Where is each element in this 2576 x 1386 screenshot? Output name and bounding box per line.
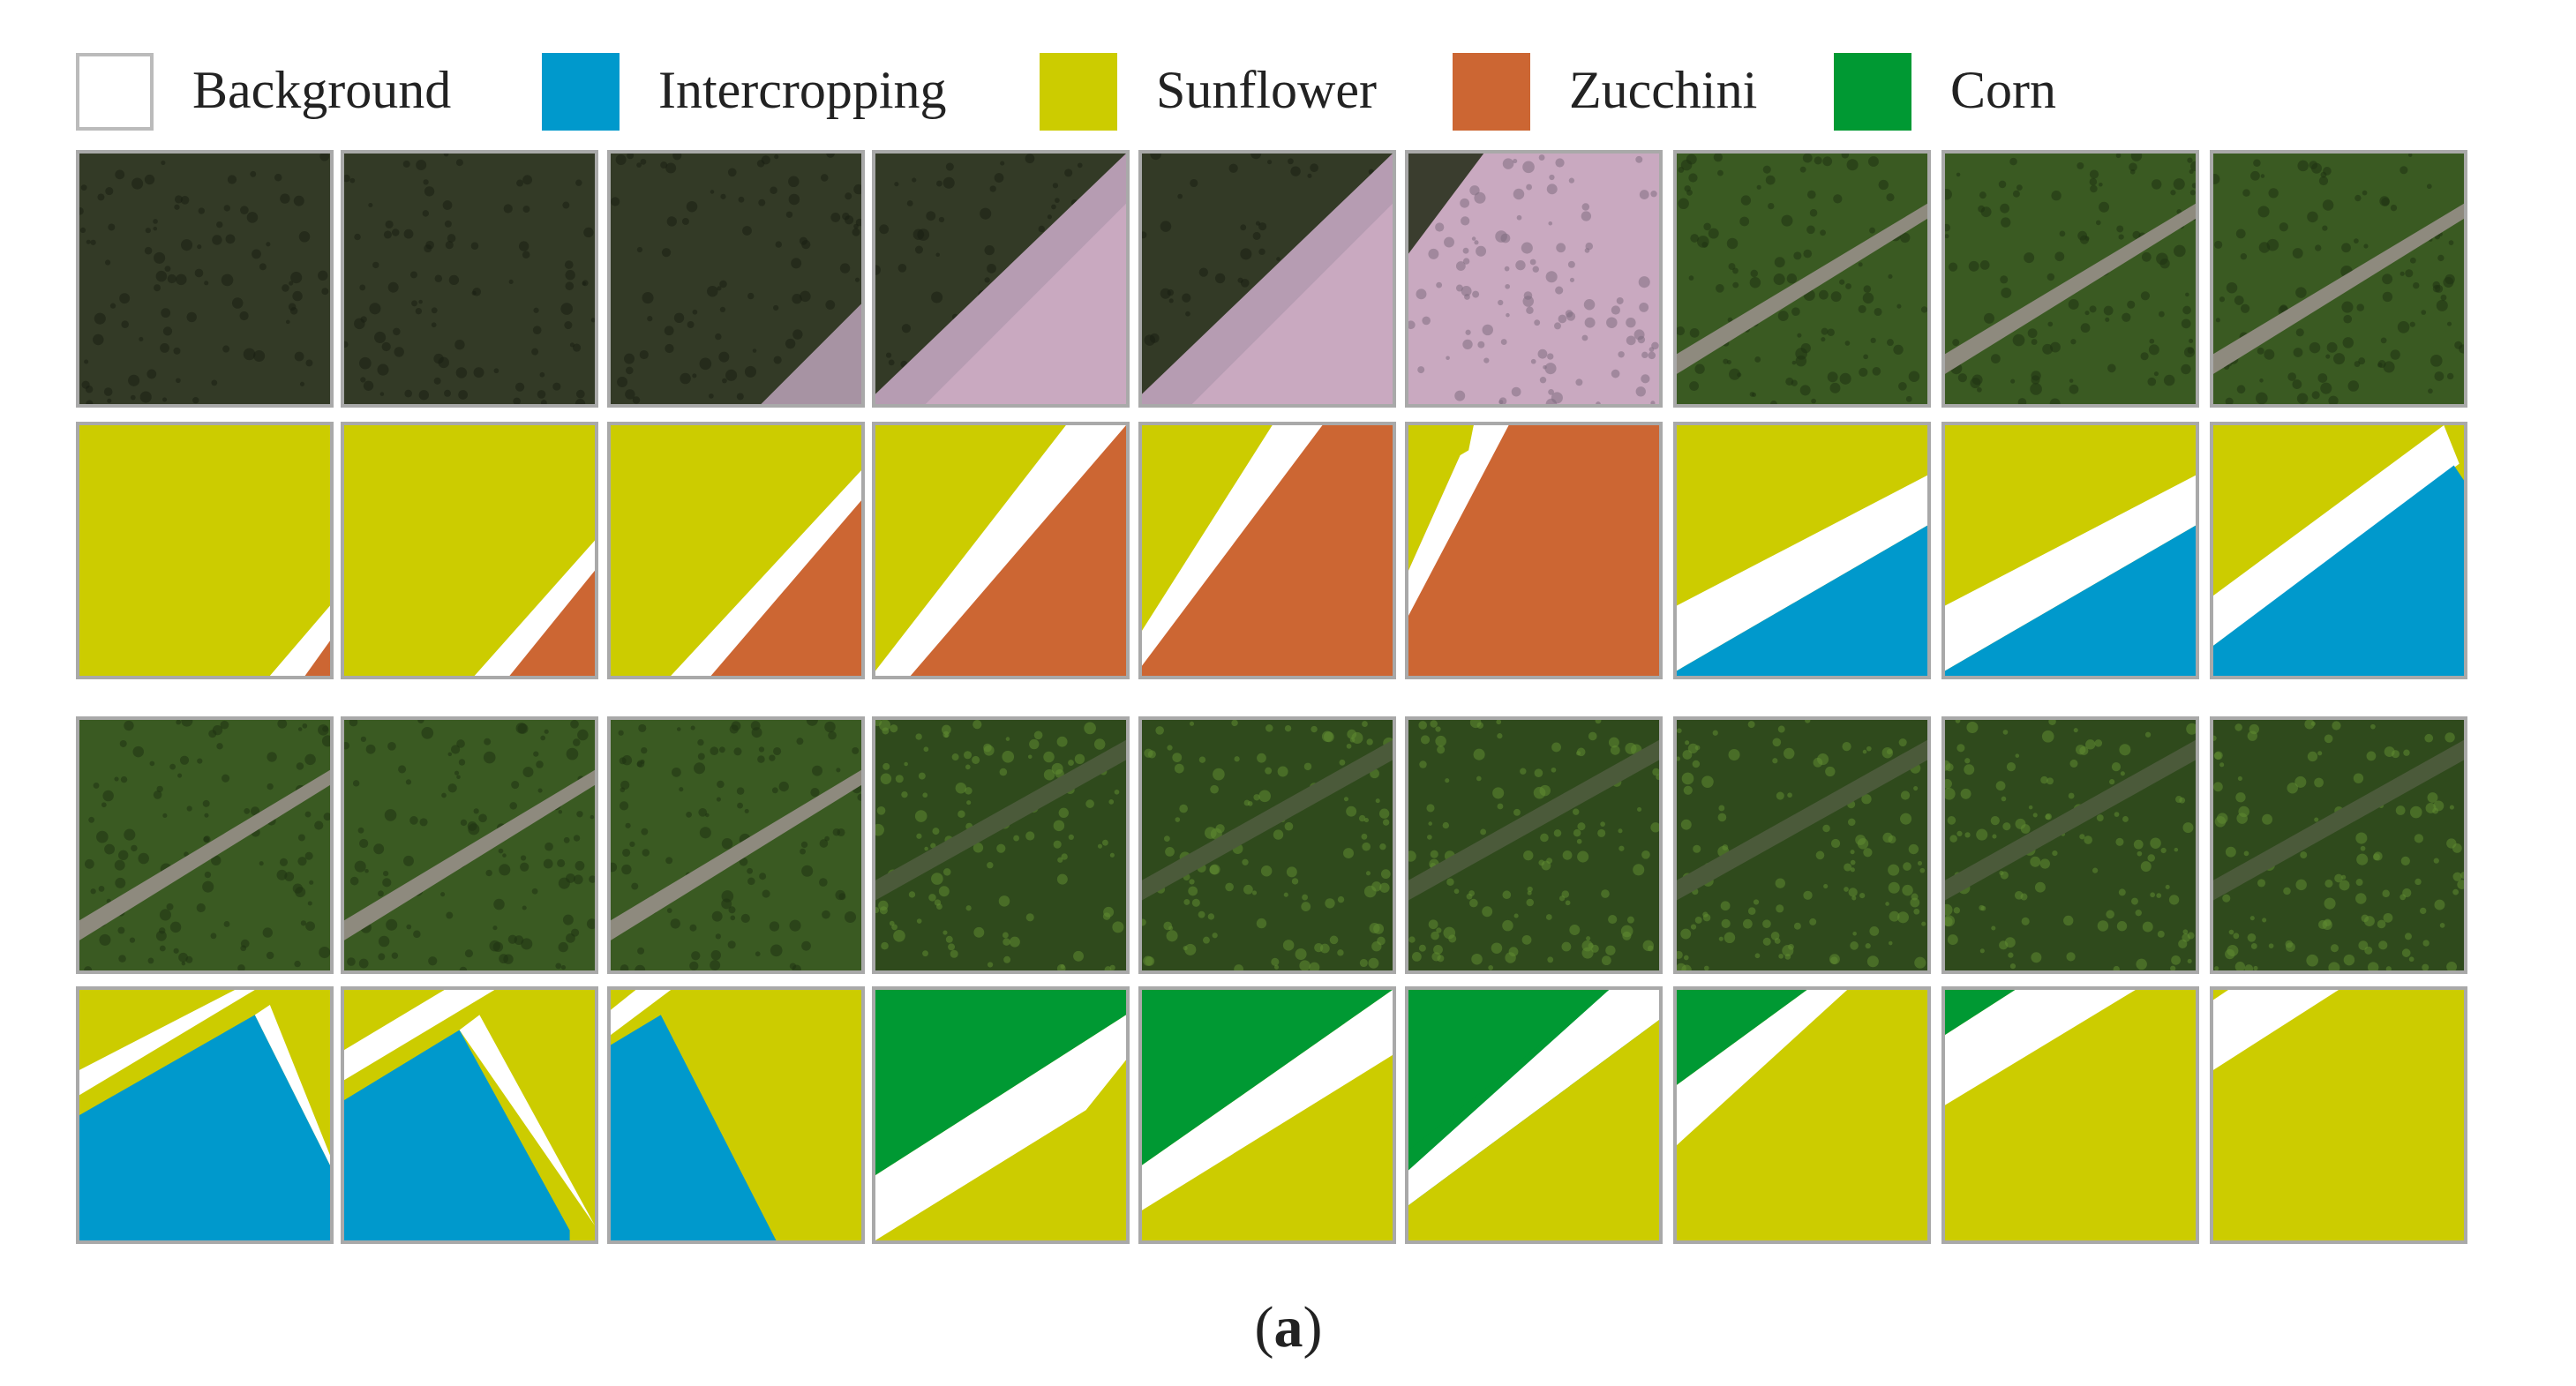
aerial-image [79,154,330,404]
aerial-image [1142,154,1393,404]
legend: Background Intercropping Sunflower Zucch… [76,46,2194,134]
mask-image [1142,425,1393,676]
caption-close: ) [1303,1295,1323,1360]
aerial-image [611,154,861,404]
legend-swatch-intercropping [542,53,620,131]
aerial-image-tile [1138,716,1396,974]
legend-label-sunflower: Sunflower [1156,61,1377,119]
legend-label-intercropping: Intercropping [658,61,947,119]
segmentation-mask-tile [872,986,1130,1244]
aerial-image-tile [1405,716,1663,974]
segmentation-mask-tile [607,986,865,1244]
aerial-image [344,154,595,404]
segmentation-mask-tile [341,986,598,1244]
legend-label-background: Background [192,61,452,119]
segmentation-mask-tile [76,422,334,679]
aerial-image [1677,720,1927,970]
aerial-image [2213,154,2464,404]
legend-label-corn: Corn [1950,61,2056,119]
aerial-image [1677,154,1927,404]
segmentation-mask-tile [341,422,598,679]
mask-image [79,990,330,1240]
aerial-image-tile [1405,150,1663,408]
segmentation-mask-tile [2210,986,2467,1244]
mask-image [344,425,595,676]
aerial-image-tile [76,716,334,974]
legend-swatch-background [76,53,154,131]
aerial-image-tile [2210,716,2467,974]
mask-image [344,990,595,1240]
mask-image [1945,990,2196,1240]
mask-image [1142,990,1393,1240]
segmentation-mask-tile [1405,422,1663,679]
aerial-image [344,720,595,970]
aerial-image [611,720,861,970]
segmentation-mask-tile [1138,986,1396,1244]
mask-image [1408,990,1659,1240]
aerial-image-tile [607,716,865,974]
aerial-image-tile [872,716,1130,974]
mask-image [79,425,330,676]
figure-caption: (a) [1191,1292,1386,1363]
aerial-image-tile [1138,150,1396,408]
legend-swatch-sunflower [1040,53,1117,131]
mask-image [2213,990,2464,1240]
aerial-image [79,720,330,970]
mask-image [875,990,1126,1240]
segmentation-mask-tile [76,986,334,1244]
caption-letter: a [1273,1295,1303,1360]
caption-open: ( [1254,1295,1274,1360]
mask-image [1408,425,1659,676]
legend-label-zucchini: Zucchini [1569,61,1758,119]
segmentation-mask-tile [1405,986,1663,1244]
aerial-image [1142,720,1393,970]
segmentation-mask-tile [1673,422,1931,679]
aerial-image [1408,154,1659,404]
mask-image [611,990,861,1240]
mask-image [1677,425,1927,676]
aerial-image-tile [1673,150,1931,408]
aerial-image-tile [872,150,1130,408]
segmentation-mask-tile [1673,986,1931,1244]
mask-image [875,425,1126,676]
aerial-image-tile [2210,150,2467,408]
aerial-image-tile [607,150,865,408]
segmentation-mask-tile [1138,422,1396,679]
aerial-image [1408,720,1659,970]
aerial-image [2213,720,2464,970]
segmentation-mask-tile [607,422,865,679]
aerial-image [1945,154,2196,404]
aerial-image-tile [341,716,598,974]
aerial-image-tile [1941,150,2199,408]
segmentation-mask-tile [1941,422,2199,679]
aerial-image-tile [341,150,598,408]
segmentation-mask-tile [1941,986,2199,1244]
legend-swatch-corn [1834,53,1911,131]
aerial-image-tile [1941,716,2199,974]
mask-image [1945,425,2196,676]
segmentation-mask-tile [872,422,1130,679]
mask-image [1677,990,1927,1240]
aerial-image [875,720,1126,970]
legend-swatch-zucchini [1453,53,1530,131]
aerial-image-tile [76,150,334,408]
mask-image [611,425,861,676]
aerial-image-tile [1673,716,1931,974]
mask-image [2213,425,2464,676]
aerial-image [1945,720,2196,970]
segmentation-mask-tile [2210,422,2467,679]
aerial-image [875,154,1126,404]
